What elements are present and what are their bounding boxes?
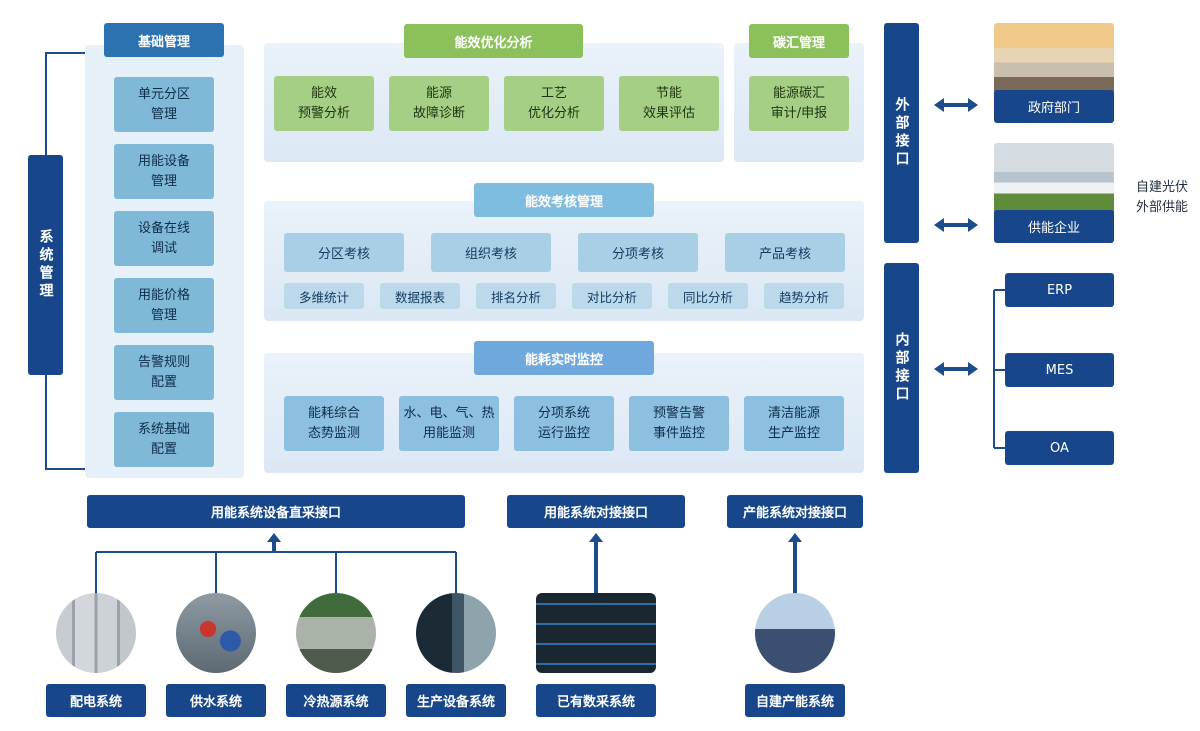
source-4-label: 已有数采系统 <box>556 695 635 710</box>
basic-management-title: 基础管理 <box>104 23 224 57</box>
monitoring-item-4: 清洁能源 生产监控 <box>744 396 844 451</box>
basic-item-0: 单元分区 管理 <box>114 77 214 132</box>
monitoring-title: 能耗实时监控 <box>474 341 654 375</box>
analysis-item-5-label: 趋势分析 <box>778 289 829 305</box>
source-5: 自建产能系统 <box>745 684 845 717</box>
optimization-item-3-label: 节能 效果评估 <box>642 85 695 121</box>
assessment-item-1-label: 组织考核 <box>464 247 517 262</box>
basic-item-5: 系统基础 配置 <box>114 412 214 467</box>
analysis-item-0: 多维统计 <box>284 283 364 309</box>
source-1-label: 供水系统 <box>189 695 242 710</box>
basic-item-1: 用能设备 管理 <box>114 144 214 199</box>
source-3: 生产设备系统 <box>406 684 506 717</box>
monitoring-item-3-label: 预警告警 事件监控 <box>652 405 705 441</box>
analysis-item-2: 排名分析 <box>476 283 556 309</box>
chiller-photo <box>296 593 376 673</box>
basic-item-0-label: 单元分区 管理 <box>137 86 190 122</box>
source-2: 冷热源系统 <box>286 684 386 717</box>
monitoring-item-2: 分项系统 运行监控 <box>514 396 614 451</box>
assessment-item-3: 产品考核 <box>725 233 845 272</box>
analysis-item-4-label: 同比分析 <box>682 289 733 305</box>
source-5-label: 自建产能系统 <box>755 695 834 710</box>
analysis-item-4: 同比分析 <box>668 283 748 309</box>
carbon-title: 碳汇管理 <box>749 24 849 58</box>
basic-item-5-label: 系统基础 配置 <box>137 421 190 457</box>
mes-box: MES <box>1005 353 1114 387</box>
analysis-item-1: 数据报表 <box>380 283 460 309</box>
optimization-item-0-label: 能效 预警分析 <box>297 85 350 121</box>
direct-collect-interface: 用能系统设备直采接口 <box>87 495 465 528</box>
data-acquisition-photo <box>536 593 656 673</box>
monitoring-item-3: 预警告警 事件监控 <box>629 396 729 451</box>
analysis-item-2-label: 排名分析 <box>490 289 541 305</box>
analysis-item-0-label: 多维统计 <box>298 289 349 305</box>
optimization-item-0: 能效 预警分析 <box>274 76 374 131</box>
analysis-item-1-label: 数据报表 <box>394 289 445 305</box>
monitoring-item-2-label: 分项系统 运行监控 <box>537 405 590 441</box>
optimization-item-1-label: 能源 故障诊断 <box>412 85 465 121</box>
basic-item-4: 告警规则 配置 <box>114 345 214 400</box>
assessment-item-1: 组织考核 <box>431 233 551 272</box>
monitoring-item-1-label: 水、电、气、热 用能监测 <box>403 405 495 441</box>
government-label: 政府部门 <box>994 90 1114 123</box>
carbon-tile-label: 能源碳汇 审计/申报 <box>770 85 828 121</box>
production-equipment-photo <box>416 593 496 673</box>
optimization-item-2-label: 工艺 优化分析 <box>527 85 580 121</box>
source-1: 供水系统 <box>166 684 266 717</box>
monitoring-item-0: 能耗综合 态势监测 <box>284 396 384 451</box>
water-photo <box>176 593 256 673</box>
government-photo <box>994 23 1114 95</box>
monitoring-item-1: 水、电、气、热 用能监测 <box>399 396 499 451</box>
energy-supplier-photo <box>994 143 1114 215</box>
source-3-label: 生产设备系统 <box>416 695 495 710</box>
internal-interface-label: 内部接口 <box>893 332 910 404</box>
erp-box: ERP <box>1005 273 1114 307</box>
oa-box: OA <box>1005 431 1114 465</box>
system-management-bar: 系统管理 <box>28 155 63 375</box>
external-interface-label: 外部接口 <box>893 97 910 169</box>
docking-interface: 用能系统对接接口 <box>507 495 685 528</box>
optimization-item-1: 能源 故障诊断 <box>389 76 489 131</box>
source-0: 配电系统 <box>46 684 146 717</box>
assessment-item-2: 分项考核 <box>578 233 698 272</box>
energy-supplier-label: 供能企业 <box>994 210 1114 243</box>
analysis-item-3-label: 对比分析 <box>586 289 637 305</box>
basic-item-1-label: 用能设备 管理 <box>137 153 190 189</box>
basic-item-3-label: 用能价格 管理 <box>137 287 190 323</box>
analysis-item-3: 对比分析 <box>572 283 652 309</box>
assessment-item-2-label: 分项考核 <box>611 247 664 262</box>
assessment-title: 能效考核管理 <box>474 183 654 217</box>
assessment-item-3-label: 产品考核 <box>758 247 811 262</box>
optimization-item-3: 节能 效果评估 <box>619 76 719 131</box>
external-interface-bar: 外部接口 <box>884 23 919 243</box>
source-2-label: 冷热源系统 <box>303 695 369 710</box>
carbon-tile: 能源碳汇 审计/申报 <box>749 76 849 131</box>
source-4: 已有数采系统 <box>536 684 656 717</box>
basic-item-2-label: 设备在线 调试 <box>137 220 190 256</box>
internal-interface-bar: 内部接口 <box>884 263 919 473</box>
external-note: 自建光伏 外部供能 <box>1135 180 1188 215</box>
system-management-label: 系统管理 <box>37 229 54 301</box>
analysis-item-5: 趋势分析 <box>764 283 844 309</box>
basic-item-2: 设备在线 调试 <box>114 211 214 266</box>
monitoring-item-4-label: 清洁能源 生产监控 <box>767 405 820 441</box>
source-0-label: 配电系统 <box>69 695 122 710</box>
production-interface: 产能系统对接接口 <box>727 495 863 528</box>
assessment-item-0-label: 分区考核 <box>317 247 370 262</box>
optimization-item-2: 工艺 优化分析 <box>504 76 604 131</box>
solar-photo <box>755 593 835 673</box>
optimization-title: 能效优化分析 <box>404 24 583 58</box>
basic-item-3: 用能价格 管理 <box>114 278 214 333</box>
monitoring-item-0-label: 能耗综合 态势监测 <box>307 405 360 441</box>
basic-item-4-label: 告警规则 配置 <box>137 354 190 390</box>
distribution-photo <box>56 593 136 673</box>
assessment-item-0: 分区考核 <box>284 233 404 272</box>
